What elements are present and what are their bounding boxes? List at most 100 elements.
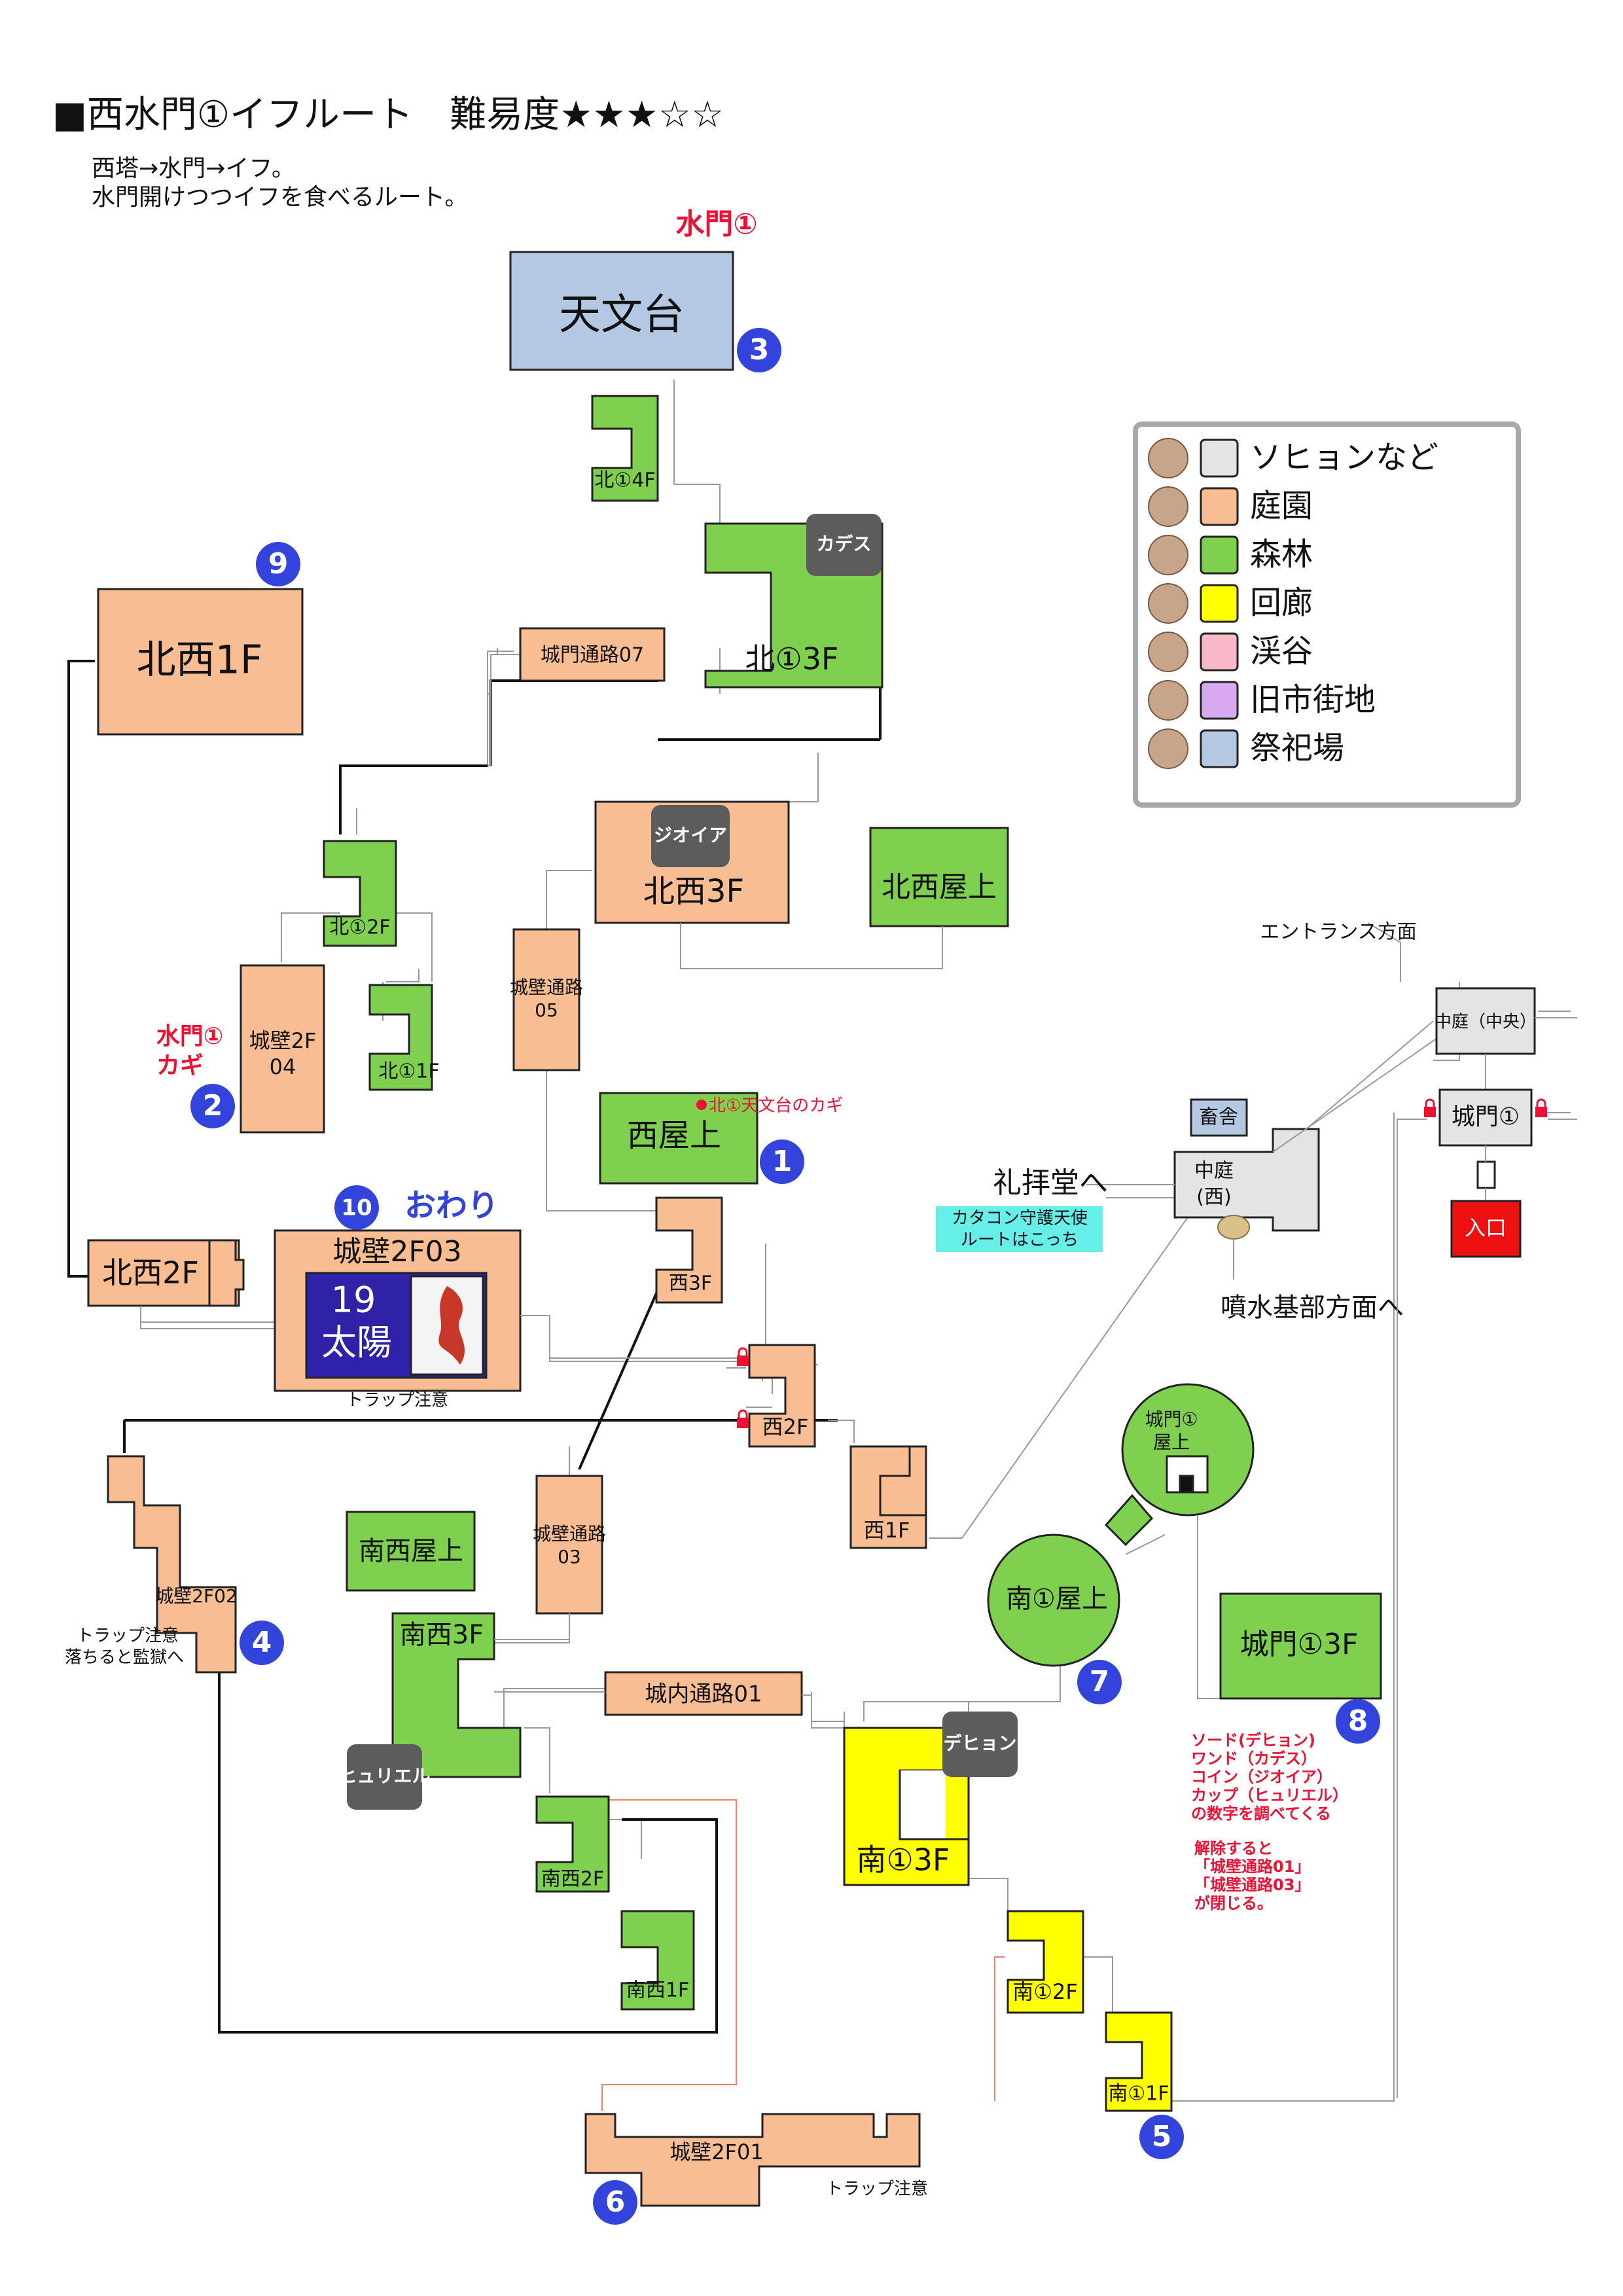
room-jomon1-label: 城門① xyxy=(1452,1103,1520,1130)
room-minami1-2f xyxy=(1007,1910,1084,2014)
sun-demon-icon xyxy=(438,1286,465,1365)
room-johe03-label-b: 03 xyxy=(558,1546,581,1568)
trap-note-3: トラップ注意 xyxy=(826,2179,928,2199)
connector-line xyxy=(494,1613,570,1640)
room-nakaniwa-nishi xyxy=(1173,1128,1320,1232)
legend-swatch-corridor xyxy=(1200,584,1239,623)
room-tenmon-label: 天文台 xyxy=(559,291,685,340)
room-minami1-3f-edge xyxy=(899,1770,969,1840)
marker-1 xyxy=(760,1139,804,1184)
legend-swatch-sohyun xyxy=(1200,439,1239,478)
lock-jomon1-right-shackle xyxy=(1536,1098,1546,1107)
room-minami1-okujo-label: 南①屋上 xyxy=(1006,1584,1108,1614)
oldtown-monster-icon xyxy=(1148,680,1188,721)
bold-connector xyxy=(578,1282,662,1470)
room-minami1-okujo xyxy=(987,1534,1120,1667)
room-minami1-1f-label: 南①1F xyxy=(1108,2083,1169,2106)
room-nishi-okujo xyxy=(599,1092,758,1185)
room-minami1-1f xyxy=(1105,2011,1173,2112)
room-nishi3f-label: 西3F xyxy=(669,1272,712,1295)
note8-release-2: 「城壁通路01」 xyxy=(1194,1857,1310,1876)
room-tenmon xyxy=(509,251,734,371)
catacomb-note-line1: カタコン守護天使 xyxy=(952,1209,1088,1229)
corridor-monster-icon xyxy=(1148,583,1188,624)
marker-6 xyxy=(593,2180,637,2225)
room-hokusei-okujo-label: 北西屋上 xyxy=(882,870,997,904)
marker-2-label: 2 xyxy=(203,1089,223,1122)
legend-swatch-garden xyxy=(1200,487,1239,526)
connector-line xyxy=(1145,1113,1395,2102)
room-johe2f04-label-a: 城壁2F xyxy=(249,1028,317,1053)
lock-jomon1-left-shackle xyxy=(1425,1098,1435,1107)
note8-line-1: ソード(デヒョン) xyxy=(1191,1731,1315,1749)
room-nansei1f-label: 南西1F xyxy=(626,1979,689,2002)
boss-sun-name: 太陽 xyxy=(321,1322,392,1363)
note8-release-3: 「城壁通路03」 xyxy=(1194,1876,1310,1894)
marker-7-label: 7 xyxy=(1090,1665,1110,1698)
connector-line xyxy=(396,912,433,982)
marker-8-label: 8 xyxy=(1348,1704,1368,1738)
bold-connector xyxy=(339,764,488,834)
connector-line xyxy=(1125,1534,1166,1555)
room-hokusei-okujo xyxy=(869,827,1009,927)
room-kita1-1f xyxy=(368,984,433,1091)
legend-label-corridor: 回廊 xyxy=(1250,584,1313,621)
marker-1-label: 1 xyxy=(772,1145,793,1178)
connector-line xyxy=(281,912,340,962)
connector-line xyxy=(681,923,943,969)
room-hokusei1f-label: 北西1F xyxy=(137,637,263,683)
lock-nishi2f-b-shackle xyxy=(738,1409,748,1418)
room-chikusha-label: 畜舎 xyxy=(1199,1106,1238,1129)
legend-label-valley: 渓谷 xyxy=(1250,633,1313,670)
room-johe05-label-b: 05 xyxy=(535,999,558,1021)
legend-label-shrine: 祭祀場 xyxy=(1250,730,1344,766)
trap-note-2b: 落ちると監獄へ xyxy=(65,1648,184,1668)
room-johe2f02 xyxy=(107,1455,237,1674)
room-johe05-label-a: 城壁通路 xyxy=(510,977,583,998)
bold-connector xyxy=(812,679,882,740)
room-jomon1-3f xyxy=(1219,1592,1382,1700)
connector-line xyxy=(140,1306,275,1323)
marker-10 xyxy=(334,1185,379,1230)
legend-label-forest: 森林 xyxy=(1250,536,1313,573)
marker-5 xyxy=(1139,2115,1184,2159)
room-kita1-3f-label: 北①3F xyxy=(745,641,839,677)
shrine-monster-icon xyxy=(1148,728,1188,769)
lock-nishi2f-a xyxy=(737,1355,749,1366)
legend-label-sohyun: ソヒョンなど xyxy=(1250,439,1438,476)
boss-jioia-label: ジオイア xyxy=(654,825,727,846)
room-johe2f01 xyxy=(584,2113,921,2207)
marker-8 xyxy=(1336,1699,1380,1744)
room-hokusei1f xyxy=(97,588,304,736)
room-hokusei2f-label: 北西2F xyxy=(102,1255,199,1291)
catacomb-note-line2: ルートはこっち xyxy=(961,1230,1079,1250)
fountain-icon xyxy=(1217,1215,1250,1240)
boss-dehyon xyxy=(942,1712,1018,1777)
connector-line xyxy=(969,1878,1008,1911)
lock-jomon1-left xyxy=(1424,1107,1436,1117)
room-chikusha xyxy=(1190,1098,1248,1137)
room-johe05 xyxy=(512,928,580,1071)
room-nishi2f-label: 西2F xyxy=(762,1414,809,1439)
connector-line xyxy=(811,1692,844,1722)
connector-line xyxy=(785,753,819,802)
room-nansei3f-label: 南西3F xyxy=(400,1620,484,1650)
room-nakaniwa-chuo xyxy=(1435,987,1536,1055)
room-nishi1f-label: 西1F xyxy=(864,1518,910,1543)
room-jomon07 xyxy=(519,627,666,682)
route-description-line2: 水門開けつつイフを食べるルート。 xyxy=(92,184,469,211)
room-kita1-1f-label: 北①1F xyxy=(378,1060,439,1083)
marker-9-label: 9 xyxy=(268,547,289,581)
suimon1-key-label-a: 水門① xyxy=(156,1023,223,1050)
room-johe2f03-label: 城壁2F03 xyxy=(332,1235,461,1268)
boss-hyurieru-label: ヒュリエル xyxy=(338,1765,430,1787)
connector-line xyxy=(1367,922,1401,982)
room-johe03-label-a: 城壁通路 xyxy=(533,1523,606,1545)
boss-hyurieru xyxy=(347,1744,422,1810)
reihaido-label: 礼拝堂へ xyxy=(993,1166,1108,1200)
bold-connector xyxy=(490,679,658,766)
room-nakaniwa-nishi-label-b: (西) xyxy=(1196,1186,1231,1209)
note8-release-4: が閉じる。 xyxy=(1194,1894,1273,1912)
connector-line xyxy=(517,1315,746,1362)
